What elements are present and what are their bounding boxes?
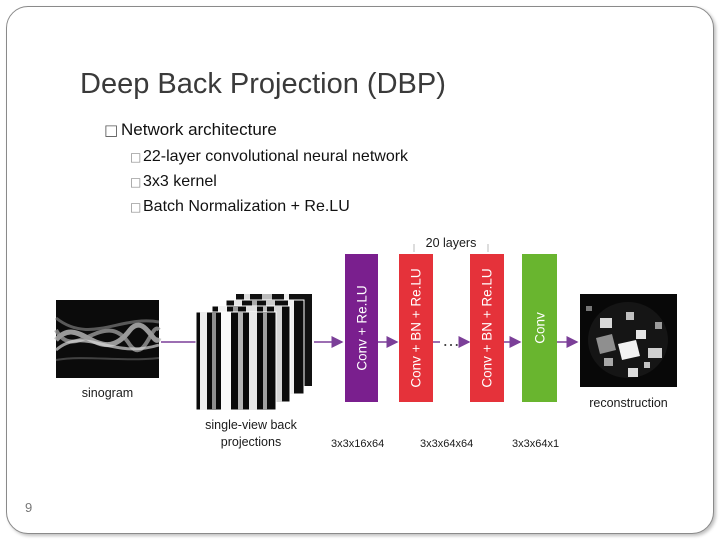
- sub-bullet-1: □22-layer convolutional neural network: [130, 148, 408, 166]
- layers-ellipsis: …: [442, 330, 460, 350]
- block-conv-bn-relu-last: Conv + BN + Re.LU: [470, 254, 504, 402]
- block-conv-output: Conv: [522, 254, 557, 402]
- backprojection-label-line1: single-view back: [205, 418, 297, 432]
- dims-label-block-2: 3x3x64x64: [420, 438, 474, 450]
- sub-bullet-text: Batch Normalization + Re.LU: [143, 198, 350, 215]
- block-conv-bn-relu-first: Conv + BN + Re.LU: [399, 254, 433, 402]
- backprojection-stack-image: [195, 294, 312, 411]
- block-conv-relu: Conv + Re.LU: [345, 254, 378, 402]
- layers-count-label: 20 layers: [425, 236, 477, 250]
- sub-bullet-text: 22-layer convolutional neural network: [143, 148, 409, 165]
- backprojection-label-line2: projections: [220, 435, 282, 449]
- sinogram-image: [54, 300, 162, 378]
- bullet-network-architecture: □Network architecture: [104, 120, 277, 140]
- bullet-box-icon: □: [130, 200, 142, 214]
- sinogram-label: sinogram: [81, 386, 134, 400]
- sub-bullet-text: 3x3 kernel: [143, 173, 217, 190]
- block-label: Conv + BN + Re.LU: [479, 268, 495, 388]
- bullet-box-icon: □: [130, 150, 142, 164]
- bullet-box-icon: □: [130, 175, 142, 189]
- bullet-text: Network architecture: [121, 120, 277, 139]
- block-label: Conv + BN + Re.LU: [408, 268, 424, 388]
- block-label: Conv: [532, 312, 547, 344]
- block-label: Conv + Re.LU: [354, 285, 369, 371]
- dims-label-block-4: 3x3x64x1: [512, 438, 560, 450]
- bullet-box-icon: □: [104, 121, 119, 139]
- page-number: 9: [25, 500, 33, 515]
- sub-bullet-3: □Batch Normalization + Re.LU: [130, 198, 350, 216]
- slide-title: Deep Back Projection (DBP): [80, 68, 446, 100]
- reconstruction-image: [580, 294, 677, 387]
- dims-label-block-1: 3x3x16x64: [331, 438, 385, 450]
- reconstruction-label: reconstruction: [589, 396, 668, 410]
- sub-bullet-2: □3x3 kernel: [130, 173, 217, 191]
